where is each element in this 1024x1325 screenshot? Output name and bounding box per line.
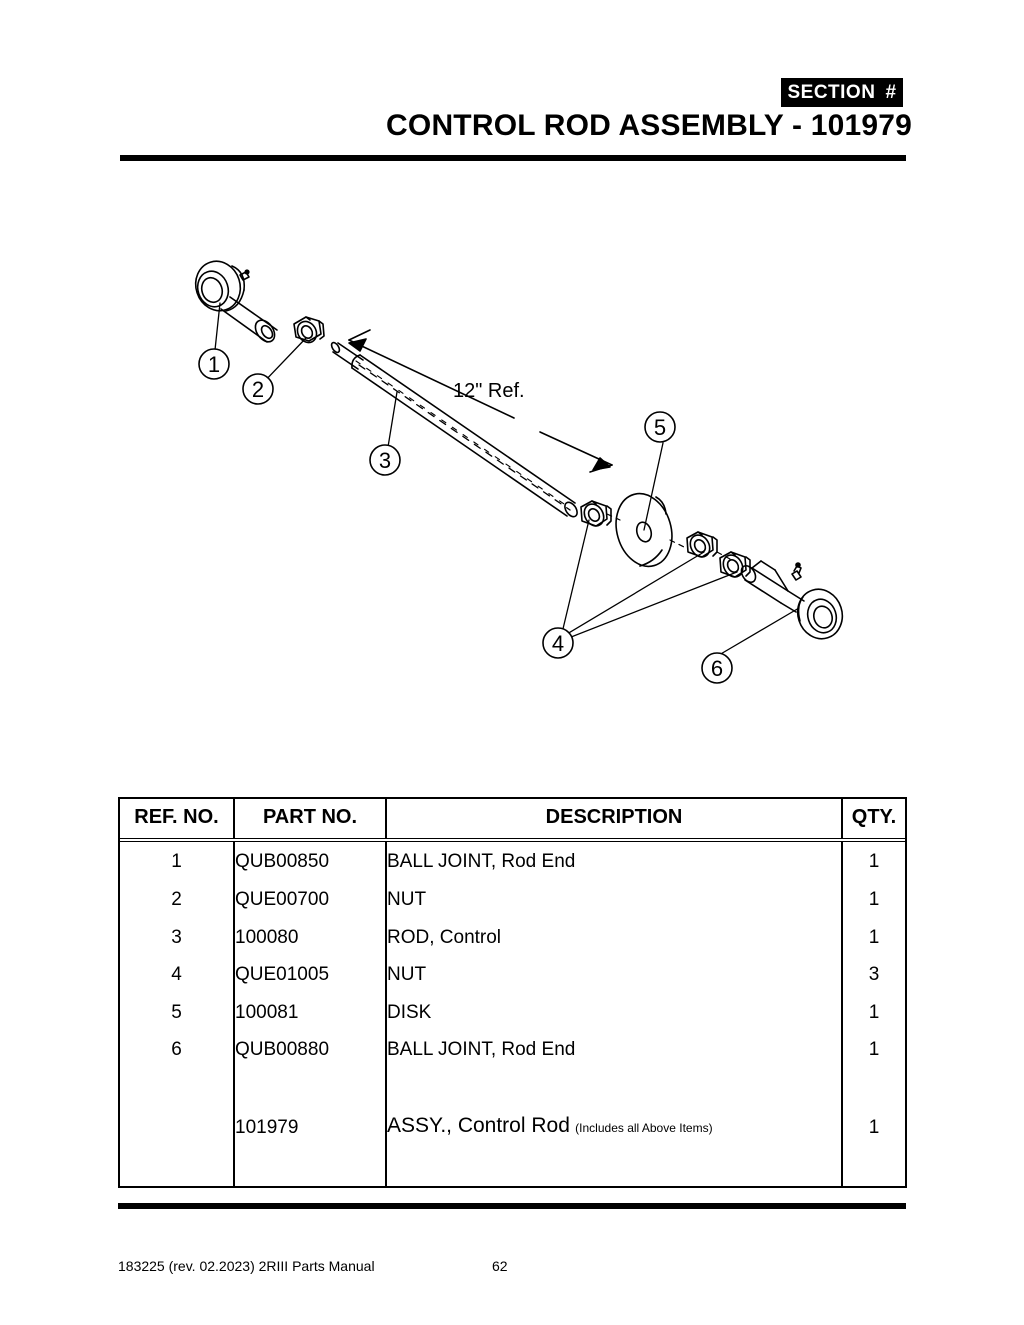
footer-divider-rule xyxy=(118,1203,906,1209)
cell-qty: 1 xyxy=(868,1039,880,1061)
dimension-label-12in: 12" Ref. xyxy=(453,380,525,402)
cell-empty xyxy=(386,1068,843,1107)
nut-4a-graphic xyxy=(580,500,612,527)
table-spacer-row xyxy=(120,1068,905,1107)
section-badge: SECTION # xyxy=(781,78,903,107)
cell-description: DISK xyxy=(386,993,843,1031)
cell-description: BALL JOINT, Rod End xyxy=(386,1030,843,1069)
nut-4b-graphic xyxy=(686,531,731,560)
assembly-description-main: ASSY., Control Rod xyxy=(387,1114,570,1138)
cell-ref xyxy=(120,1106,235,1149)
cell-description: ROD, Control xyxy=(386,918,843,956)
section-badge-label: SECTION xyxy=(787,81,876,103)
callout-1-label: 1 xyxy=(208,352,220,377)
cell-ref: 2 xyxy=(120,880,235,919)
callout-6-label: 6 xyxy=(711,656,723,681)
nut-4c-graphic xyxy=(719,551,751,578)
parts-table: REF. NO. PART NO. DESCRIPTION QTY. 1 QUB… xyxy=(118,797,907,1188)
cell-qty: 1 xyxy=(868,1116,880,1138)
table-row: 3 100080 ROD, Control 1 xyxy=(120,918,905,956)
column-header-description: DESCRIPTION xyxy=(386,799,843,842)
callout-3: 3 xyxy=(369,444,401,476)
cell-part: 100081 xyxy=(234,993,387,1031)
control-rod-graphic xyxy=(330,341,578,518)
cell-ref: 1 xyxy=(120,840,235,881)
table-row-assembly: 101979 ASSY., Control Rod (Includes all … xyxy=(120,1106,905,1149)
cell-empty xyxy=(120,1148,235,1186)
header-divider-rule xyxy=(120,155,906,161)
callout-5-label: 5 xyxy=(654,415,666,440)
callout-2-label: 2 xyxy=(252,377,264,402)
cell-qty: 1 xyxy=(868,1001,880,1023)
cell-empty xyxy=(386,1148,843,1186)
table-row: 5 100081 DISK 1 xyxy=(120,993,905,1031)
table-row: 6 QUB00880 BALL JOINT, Rod End 1 xyxy=(120,1030,905,1069)
cell-description: NUT xyxy=(386,955,843,994)
callout-leaders xyxy=(214,302,800,656)
cell-qty: 1 xyxy=(868,850,880,872)
cell-part: QUE01005 xyxy=(234,955,387,994)
dimension-leader-12in xyxy=(348,329,613,473)
footer-page-number: 62 xyxy=(492,1258,508,1274)
cell-description: BALL JOINT, Rod End xyxy=(386,840,843,881)
cell-ref: 6 xyxy=(120,1030,235,1069)
cell-qty: 1 xyxy=(868,888,880,910)
callout-4: 4 xyxy=(542,627,574,659)
disk-graphic xyxy=(606,492,687,568)
cell-description: NUT xyxy=(386,880,843,919)
column-header-qty: QTY. xyxy=(842,799,905,842)
table-row: 1 QUB00850 BALL JOINT, Rod End 1 xyxy=(120,840,905,881)
assembly-description-note: (Includes all Above Items) xyxy=(575,1121,713,1136)
footer-document-info: 183225 (rev. 02.2023) 2RIII Parts Manual xyxy=(118,1258,375,1274)
ball-joint-right-graphic xyxy=(740,560,844,640)
cell-part: 100080 xyxy=(234,918,387,956)
cell-empty xyxy=(842,1148,905,1186)
nut-left-graphic xyxy=(293,316,325,344)
page-title: CONTROL ROD ASSEMBLY - 101979 xyxy=(386,109,912,142)
table-filler-row xyxy=(120,1148,905,1186)
column-header-ref: REF. NO. xyxy=(120,799,235,842)
column-header-part: PART NO. xyxy=(234,799,387,842)
callout-bubbles: 1 2 3 4 5 xyxy=(198,348,733,684)
section-badge-symbol: # xyxy=(885,81,897,103)
cell-part: QUB00850 xyxy=(234,840,387,881)
callout-4-label: 4 xyxy=(552,631,564,656)
cell-empty xyxy=(234,1068,387,1107)
callout-2: 2 xyxy=(242,373,274,405)
callout-6: 6 xyxy=(701,652,733,684)
cell-ref: 4 xyxy=(120,955,235,994)
table-row: 4 QUE01005 NUT 3 xyxy=(120,955,905,994)
callout-1: 1 xyxy=(198,348,230,380)
ball-joint-left-graphic xyxy=(194,260,278,343)
callout-5: 5 xyxy=(644,411,676,443)
cell-description-assembly: ASSY., Control Rod (Includes all Above I… xyxy=(386,1106,843,1149)
table-header-row: REF. NO. PART NO. DESCRIPTION QTY. xyxy=(120,799,905,842)
cell-empty xyxy=(234,1148,387,1186)
exploded-assembly-diagram: 1 2 3 4 5 xyxy=(120,180,910,780)
cell-ref: 5 xyxy=(120,993,235,1031)
cell-part: QUE00700 xyxy=(234,880,387,919)
cell-qty: 3 xyxy=(868,964,880,986)
cell-empty xyxy=(842,1069,905,1107)
cell-part: QUB00880 xyxy=(234,1030,387,1069)
callout-3-label: 3 xyxy=(379,448,391,473)
cell-qty: 1 xyxy=(868,926,880,948)
cell-part: 101979 xyxy=(234,1106,387,1149)
table-row: 2 QUE00700 NUT 1 xyxy=(120,880,905,919)
cell-empty xyxy=(120,1068,235,1107)
cell-ref: 3 xyxy=(120,918,235,956)
